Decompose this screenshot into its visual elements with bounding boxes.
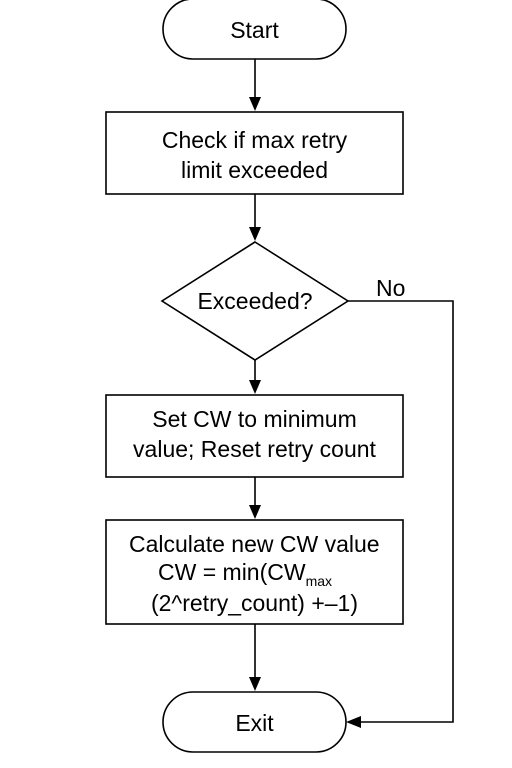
calculate-line-2-prefix: CW = min(CW <box>158 559 306 585</box>
reset-line-2: value; Reset retry count <box>133 436 377 462</box>
reset-line-1: Set CW to minimum <box>152 406 356 432</box>
calculate-line-3: (2^retry_count) +–1) <box>151 590 358 616</box>
calculate-cw-box: Calculate new CW value CW = min(CWmax (2… <box>105 519 404 625</box>
exit-label: Exit <box>235 710 274 736</box>
check-line-2: limit exceeded <box>181 157 328 183</box>
connector-reset-to-calculate <box>249 477 261 519</box>
check-retry-limit-box: Check if max retry limit exceeded <box>105 111 404 195</box>
exceeded-decision: Exceeded? <box>160 241 350 361</box>
no-branch-label: No <box>376 275 405 301</box>
connector-decision-to-reset <box>249 360 261 394</box>
check-line-1: Check if max retry <box>162 127 348 153</box>
start-node: Start <box>162 0 347 60</box>
calculate-line-2-subscript: max <box>306 573 332 589</box>
connector-calculate-to-exit <box>249 624 261 691</box>
decision-label: Exceeded? <box>197 288 312 314</box>
connector-start-to-check <box>249 59 261 111</box>
exit-node: Exit <box>162 691 347 753</box>
start-label: Start <box>230 17 279 43</box>
connector-check-to-decision <box>249 194 261 241</box>
reset-cw-box: Set CW to minimum value; Reset retry cou… <box>105 394 404 478</box>
calculate-line-2: CW = min(CWmax <box>158 559 332 589</box>
connector-no-to-exit: No <box>346 275 454 728</box>
calculate-line-1: Calculate new CW value <box>129 531 380 557</box>
